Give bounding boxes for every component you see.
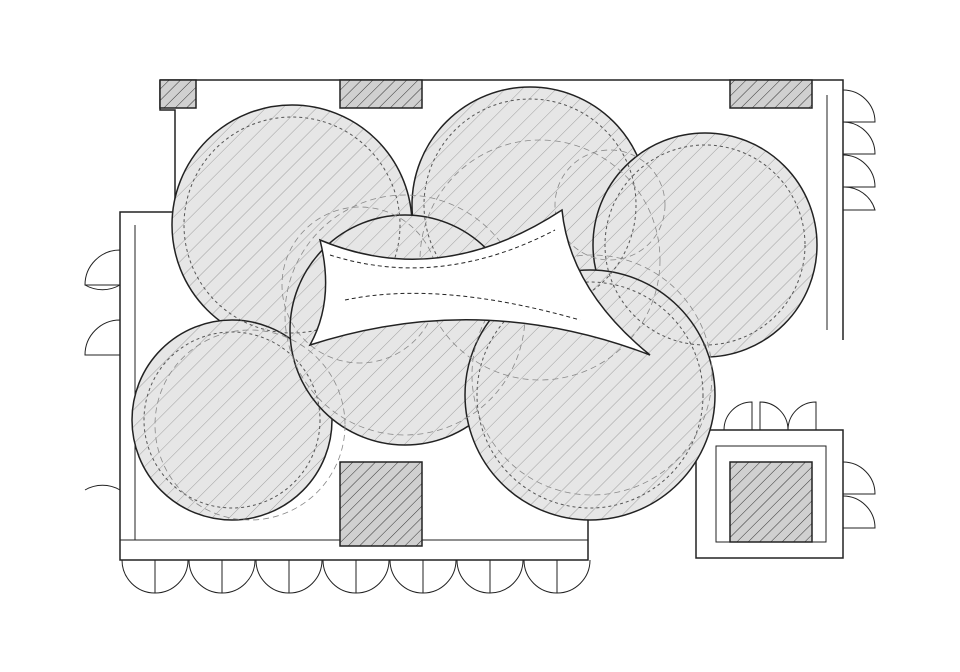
room-circle: [131, 319, 333, 521]
entrance-doors-right[interactable]: [842, 89, 876, 529]
seating-rings: [143, 98, 806, 509]
room-circle: [464, 269, 716, 521]
column-block: [729, 79, 813, 109]
column-block: [339, 461, 423, 547]
door-swing[interactable]: [322, 559, 390, 594]
entrance-doors-bottom[interactable]: [121, 559, 591, 594]
door-swing[interactable]: [456, 559, 524, 594]
door-swing[interactable]: [121, 559, 189, 594]
column-block: [159, 79, 197, 109]
door-swing[interactable]: [188, 559, 256, 594]
annex-doors-top[interactable]: [723, 401, 817, 431]
entrance-doors-left[interactable]: [84, 249, 121, 491]
door-swing[interactable]: [523, 559, 591, 594]
structural-blocks: [159, 79, 813, 547]
column-block: [339, 79, 423, 109]
central-island: [308, 208, 651, 356]
door-swing[interactable]: [255, 559, 323, 594]
door-swing[interactable]: [389, 559, 457, 594]
column-block: [729, 461, 813, 543]
